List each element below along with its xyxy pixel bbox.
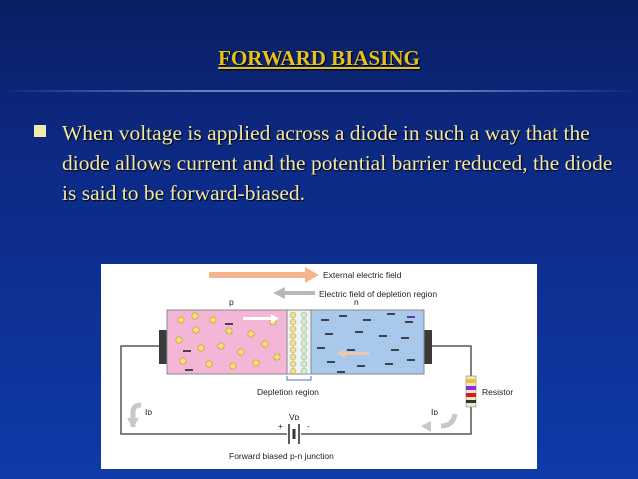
current-arrow-left — [130, 402, 142, 427]
electron-drift-arrow — [337, 349, 369, 358]
n-label: n — [354, 297, 359, 307]
current-arrowhead-right — [421, 421, 431, 432]
square-bullet-icon — [34, 125, 46, 137]
battery-icon — [288, 424, 300, 444]
p-minority-carriers — [183, 323, 233, 371]
holes — [175, 312, 281, 370]
bullet-text: When voltage is applied across a diode i… — [62, 121, 613, 205]
divider-top — [0, 90, 638, 92]
hole-drift-arrow — [243, 314, 279, 323]
external-field-arrow — [209, 267, 319, 283]
depletion-field-label: Electric field of depletion region — [319, 289, 437, 299]
external-field-label: External electric field — [323, 270, 402, 280]
left-terminal — [159, 330, 167, 364]
circuit-wire — [120, 345, 472, 435]
depletion-bracket — [286, 376, 312, 381]
electrons — [317, 313, 415, 373]
p-label: p — [229, 297, 234, 307]
current-arrow-right — [440, 413, 458, 429]
plus-label: + — [278, 421, 283, 431]
current-arrowhead-left — [127, 418, 139, 428]
figure-caption: Forward biased p-n junction — [229, 451, 334, 461]
bullet-item: When voltage is applied across a diode i… — [34, 118, 624, 208]
right-terminal — [424, 330, 432, 364]
depletion-region-label: Depletion region — [257, 387, 319, 397]
voltage-label: Vᴅ — [289, 412, 300, 422]
resistor-label: Resistor — [482, 387, 513, 397]
depletion-field-arrow — [273, 287, 315, 299]
resistor — [465, 375, 477, 408]
current-label-right: Iᴅ — [431, 407, 438, 417]
slide-title: FORWARD BIASING — [218, 46, 420, 70]
current-label-left: Iᴅ — [145, 407, 152, 417]
pn-junction-diagram: External electric field Electric field o… — [101, 264, 537, 469]
depletion-ions — [289, 311, 308, 375]
minus-label: - — [307, 421, 310, 431]
